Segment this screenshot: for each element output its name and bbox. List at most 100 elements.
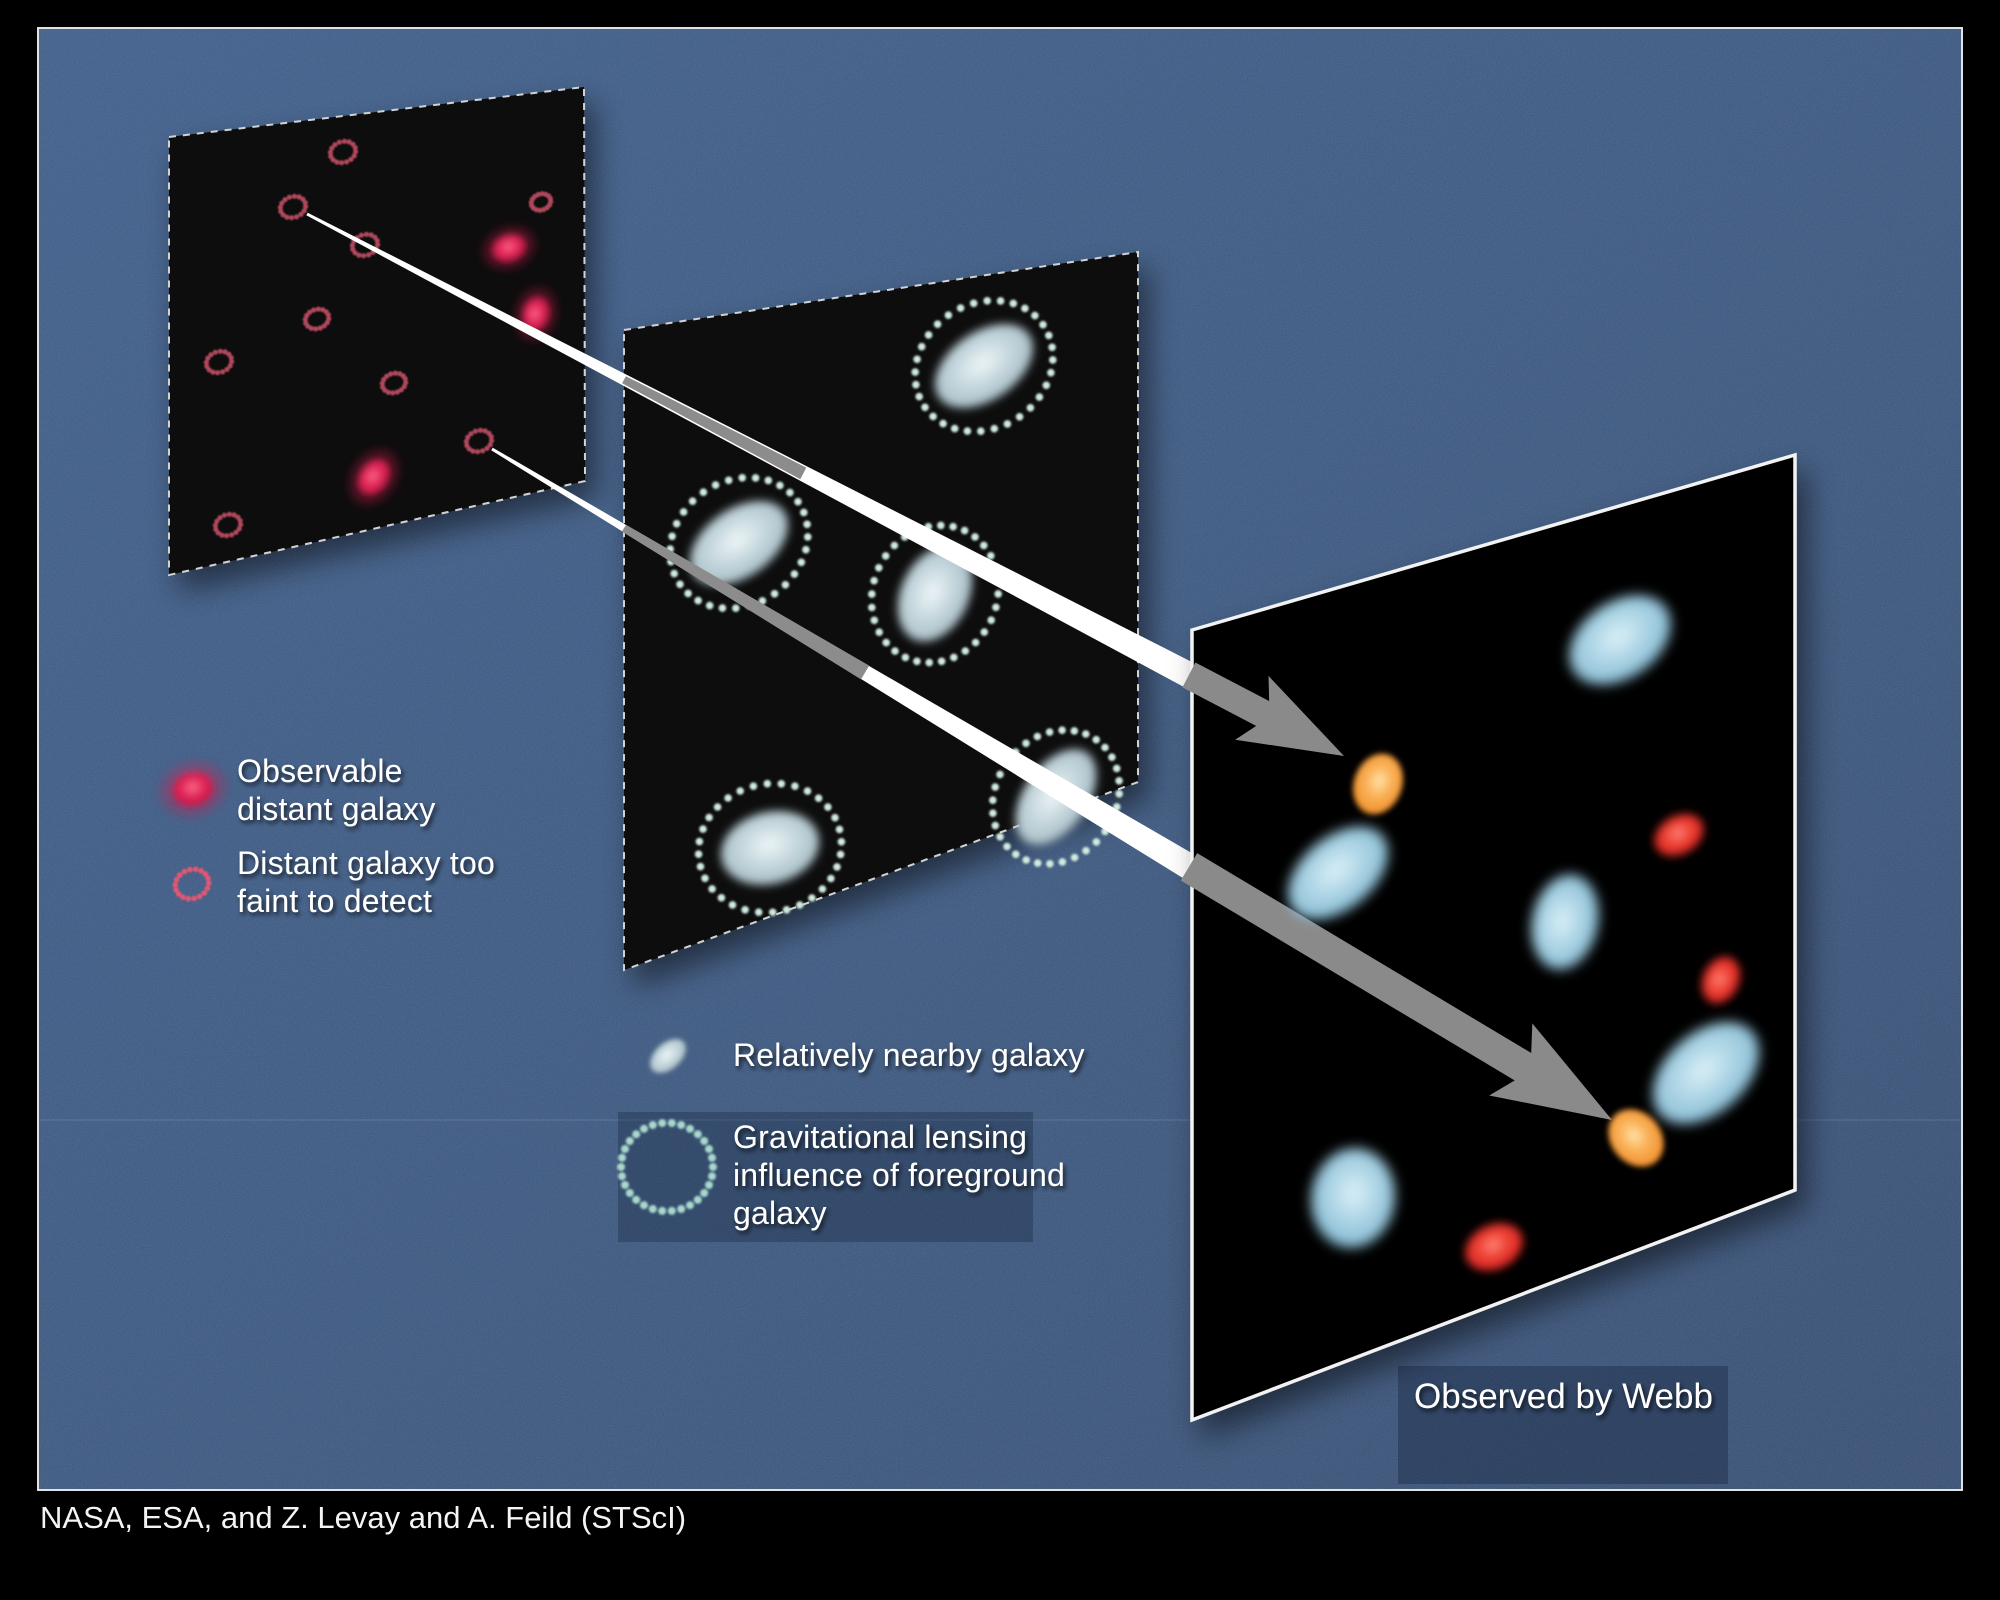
- legend-observable-label-line1: Observable: [237, 753, 403, 789]
- ring-dot: [882, 638, 890, 647]
- ring-dot: [990, 424, 999, 433]
- ring-dot: [949, 522, 957, 531]
- ring-dot: [187, 866, 193, 873]
- ring-dot: [1045, 728, 1054, 736]
- ring-dot: [372, 234, 378, 240]
- ring-dot: [827, 874, 835, 883]
- ring-dot: [969, 299, 978, 308]
- ring-dot: [781, 581, 790, 589]
- ring-dot: [1033, 859, 1042, 867]
- faint-distant-galaxy-ring: [203, 348, 235, 376]
- ring-dot: [983, 297, 991, 305]
- ring-dot: [484, 445, 490, 451]
- panel-observed-by-webb: [1180, 452, 1797, 1423]
- observable-distant-galaxy: [492, 234, 526, 262]
- ring-dot: [708, 1153, 716, 1162]
- ring-dot: [1092, 735, 1100, 744]
- ring-dot: [233, 529, 239, 535]
- webb-galaxy-blue: [1569, 595, 1671, 685]
- ring-dot: [400, 373, 406, 379]
- ring-dot: [763, 779, 772, 788]
- ring-dot: [468, 431, 474, 437]
- faint-distant-galaxy-ring: [327, 138, 359, 166]
- ring-dot: [658, 1206, 667, 1215]
- ring-dot: [818, 885, 827, 893]
- legend-faint-label-line2: faint to detect: [237, 883, 432, 919]
- ring-dot: [764, 476, 773, 485]
- ring-dot: [489, 438, 495, 444]
- legend-lensing-label-line2: influence of foreground: [733, 1157, 1065, 1193]
- ring-dot: [618, 1172, 626, 1181]
- ring-dot: [672, 519, 681, 528]
- ring-dot: [741, 906, 749, 914]
- ring-dot: [705, 601, 714, 610]
- ring-dot: [831, 813, 839, 822]
- ring-dot: [996, 297, 1005, 305]
- faint-distant-galaxy-ring: [528, 191, 554, 213]
- ring-dot: [282, 197, 288, 203]
- ring-dot: [303, 204, 309, 210]
- ring-dot: [991, 783, 999, 791]
- ring-dot: [933, 320, 942, 329]
- ring-dot: [296, 194, 302, 200]
- ring-dot: [684, 589, 692, 598]
- ring-dot: [891, 647, 899, 655]
- light-beam-upper-shadow-segment: [622, 376, 807, 480]
- ring-dot: [1101, 743, 1109, 752]
- ring-dot: [278, 208, 284, 214]
- ring-dot: [987, 616, 995, 624]
- ring-dot: [701, 874, 709, 883]
- nearby-galaxy: [897, 546, 973, 642]
- ring-dot: [236, 526, 242, 532]
- ring-dot: [836, 850, 845, 859]
- ring-dot: [632, 1195, 641, 1204]
- ring-dot: [1112, 764, 1121, 773]
- ring-dot: [217, 348, 223, 354]
- ring-dot: [181, 868, 188, 875]
- ring-dot: [214, 518, 220, 524]
- ring-dot: [191, 895, 197, 902]
- nearby-galaxy: [720, 810, 820, 886]
- ring-dot: [300, 196, 306, 202]
- ring-dot: [881, 552, 890, 560]
- ring-dot: [804, 533, 812, 541]
- ring-dot: [1070, 727, 1079, 735]
- ring-dot: [696, 862, 705, 871]
- legend-lensing-label-line3: galaxy: [733, 1195, 827, 1231]
- ring-dot: [327, 149, 333, 155]
- ring-dot: [728, 901, 737, 909]
- ring-dot: [380, 384, 386, 390]
- ring-dot: [229, 359, 235, 365]
- ring-dot: [786, 488, 794, 497]
- ring-dot: [694, 850, 703, 858]
- ring-dot: [640, 1201, 648, 1210]
- ring-dot: [950, 424, 959, 433]
- ring-dot: [632, 1130, 641, 1139]
- ring-dot: [210, 369, 216, 375]
- ring-dot: [1082, 730, 1090, 738]
- ring-dot: [875, 628, 883, 636]
- ring-dot: [321, 323, 327, 329]
- ring-dot: [204, 885, 211, 892]
- observable-galaxies-group: [348, 226, 558, 506]
- ring-dot: [996, 833, 1004, 841]
- ring-dot: [486, 430, 492, 436]
- ring-dot: [776, 481, 784, 490]
- ring-dot: [346, 139, 352, 145]
- ring-dot: [221, 512, 227, 518]
- ring-dot: [994, 590, 1002, 598]
- beam-arrows-group: [1180, 662, 1612, 1120]
- webb-galaxy-blue: [1652, 1021, 1760, 1125]
- ring-dot: [814, 794, 823, 802]
- ring-dot: [307, 309, 313, 315]
- ring-dot: [794, 497, 802, 506]
- ring-dot: [625, 1137, 634, 1145]
- ring-dot: [658, 1119, 667, 1128]
- ring-dot: [648, 1121, 657, 1129]
- ring-dot: [695, 837, 704, 846]
- ring-dot: [324, 319, 330, 326]
- ring-dot: [465, 434, 471, 440]
- ring-dot: [384, 373, 390, 379]
- ring-dot: [929, 412, 937, 421]
